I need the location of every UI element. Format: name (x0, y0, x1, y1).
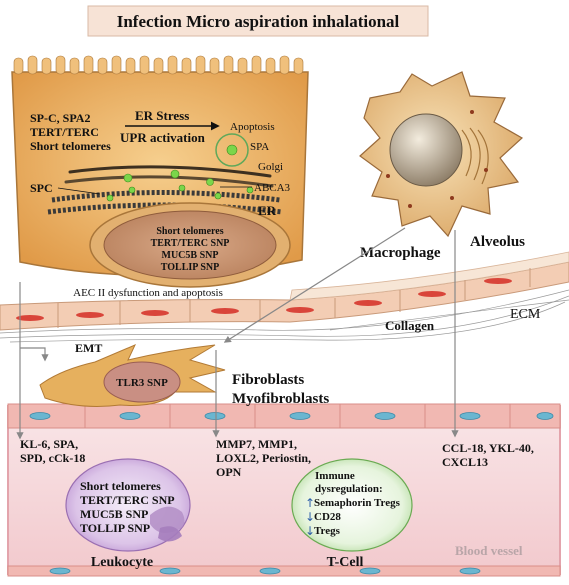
apoptosis-label: Apoptosis (230, 121, 275, 133)
down-arrow-icon: ↓ (305, 510, 315, 524)
leukocyte: Short telomeres TERT/TERC SNP MUC5B SNP … (65, 458, 191, 570)
abca3-label: ABCA3 (254, 182, 291, 194)
myofibroblasts-label: Myofibroblasts (232, 391, 329, 407)
leuk-line-1: Short telomeres (80, 479, 161, 493)
spa-label: SPA (250, 141, 269, 153)
macrophage-label: Macrophage (360, 245, 441, 261)
markers-right-1: CCL-18, YKL-40, (442, 441, 534, 455)
markers-left-1: KL-6, SPA, (20, 437, 78, 451)
pathway-arrows (16, 227, 459, 440)
nucleus-line-2: TERT/TERC SNP (151, 238, 230, 249)
aec-ii-cell: SP-C, SPA2 TERT/TERC Short telomeres ER … (11, 55, 309, 299)
ecm-label: ECM (510, 307, 541, 322)
markers-left-2: SPD, cCk-18 (20, 451, 85, 465)
leukocyte-label: Leukocyte (91, 555, 153, 570)
nucleus-line-4: TOLLIP SNP (161, 262, 219, 273)
fibroblast: TLR3 SNP Fibroblasts Myofibroblasts (39, 344, 329, 407)
markers-right-2: CXCL13 (442, 455, 488, 469)
alveolar-membrane (0, 251, 569, 343)
nucleus-line-1: Short telomeres (156, 226, 223, 237)
leuk-line-3: MUC5B SNP (80, 507, 148, 521)
tcell-line-1: Immune (315, 470, 355, 482)
golgi-label: Golgi (258, 161, 283, 173)
tcell-line-3: Semaphorin Tregs (314, 497, 401, 509)
leuk-line-4: TOLLIP SNP (80, 521, 150, 535)
gene-short-telomeres: Short telomeres (30, 139, 111, 153)
tcell-line-5: Tregs (314, 525, 341, 537)
emt-label: EMT (75, 341, 102, 355)
aec-caption: AEC II dysfunction and apoptosis (73, 287, 223, 299)
down-arrow-icon: ↓ (305, 524, 315, 538)
tcell-line-4: CD28 (314, 511, 341, 523)
er-label: ER (258, 203, 277, 218)
markers-mid-2: LOXL2, Periostin, (216, 451, 311, 465)
tcell-line-2: dysregulation: (315, 483, 383, 495)
t-cell: Immune dysregulation: ↑ Semaphorin Tregs… (291, 458, 413, 570)
title-box: Infection Micro aspiration inhalational (87, 5, 429, 37)
markers-mid-3: OPN (216, 465, 242, 479)
fibroblasts-label: Fibroblasts (232, 372, 304, 388)
fibro-snp: TLR3 SNP (116, 377, 168, 389)
spc-label: SPC (30, 181, 53, 195)
leuk-line-2: TERT/TERC SNP (80, 493, 175, 507)
page-title: Infection Micro aspiration inhalational (117, 12, 400, 31)
upr-label: UPR activation (120, 130, 206, 145)
markers-mid-1: MMP7, MMP1, (216, 437, 297, 451)
tcell-label: T-Cell (327, 555, 364, 570)
gene-tert: TERT/TERC (30, 125, 99, 139)
nucleus-line-3: MUC5B SNP (162, 250, 219, 261)
collagen-label: Collagen (385, 318, 435, 333)
macrophage: Macrophage (359, 71, 524, 261)
alveolus-label: Alveolus (470, 234, 525, 250)
gene-sp-c: SP-C, SPA2 (30, 111, 90, 125)
blood-vessel-label: Blood vessel (455, 543, 523, 558)
er-stress-label: ER Stress (135, 108, 189, 123)
up-arrow-icon: ↑ (305, 496, 315, 510)
